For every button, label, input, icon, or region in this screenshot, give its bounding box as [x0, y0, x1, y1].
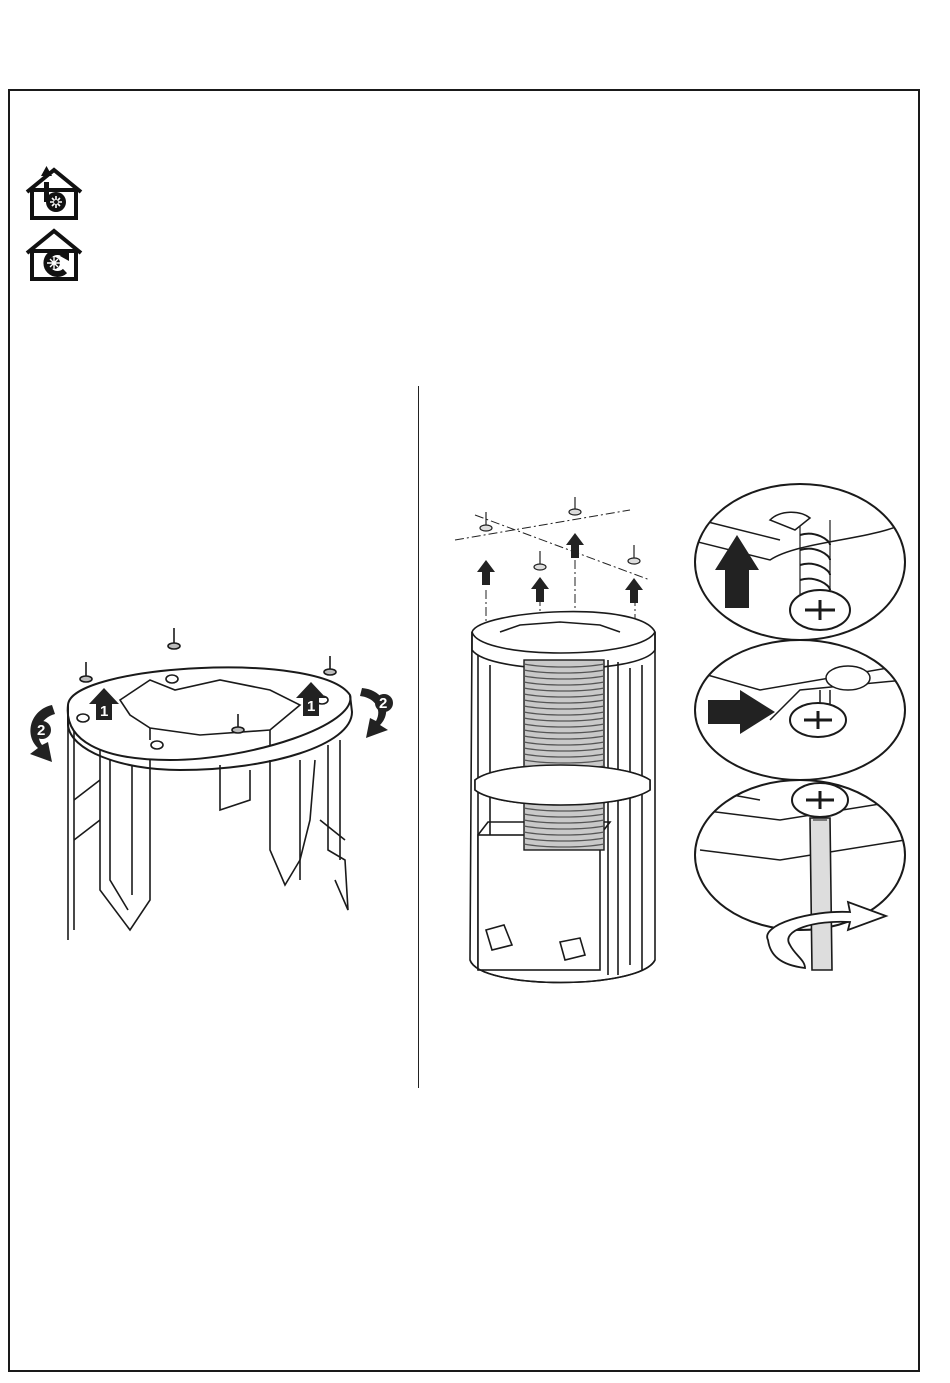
screw-tighten-detail: [695, 780, 905, 970]
screw-slide-detail: [690, 640, 905, 780]
screw-lift-detail: [690, 484, 910, 640]
